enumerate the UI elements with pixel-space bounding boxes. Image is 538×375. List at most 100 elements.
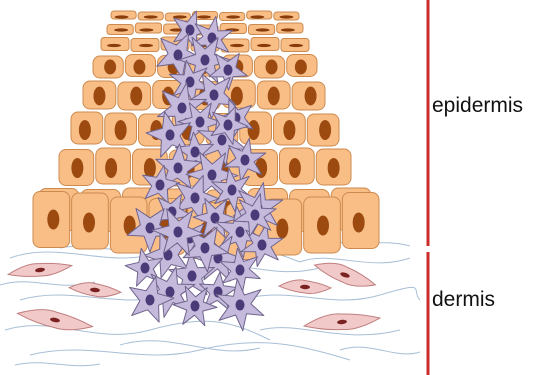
tumor-cell-nucleus [174,163,183,174]
tumor-cell-nucleus [156,180,165,191]
tumor-cell-nucleus [178,103,187,114]
keratinocyte [131,39,159,52]
tumor-cell-nucleus [258,240,267,251]
keratinocyte-nucleus [279,15,293,18]
fibroblast [303,309,380,333]
keratinocyte-nucleus [139,44,153,47]
tumor-cell-nucleus [241,155,250,166]
keratinocyte-nucleus [47,210,59,230]
keratinocyte-nucleus [248,120,260,140]
keratinocyte-nucleus [115,15,129,18]
keratinocyte-nucleus [257,44,271,47]
keratinocyte [292,82,325,110]
keratinocyte-nucleus [268,87,280,106]
tumor-cell-nucleus [236,300,245,311]
tumor-cell-nucleus [251,210,260,221]
keratinocyte [33,192,70,248]
keratinocyte-nucleus [276,219,288,239]
keratinocyte [257,81,290,109]
keratinocyte-nucleus [115,120,127,140]
keratinocyte-nucleus [305,87,317,106]
tumor-cell-nucleus [191,301,200,312]
tumor-cell-nucleus [201,243,210,254]
keratinocyte [101,38,129,51]
keratinocyte-nucleus [256,28,270,31]
keratinocyte [72,193,109,249]
dermis-label: dermis [432,288,495,312]
keratinocyte [342,193,379,249]
keratinocyte [118,82,151,110]
keratinocyte [254,56,284,78]
keratinocyte [138,12,163,20]
keratinocyte-nucleus [226,15,240,18]
keratinocyte [135,23,161,33]
keratinocyte-nucleus [289,158,301,178]
keratinocyte [107,25,133,35]
tumor-cell-nucleus [236,227,245,238]
collagen-fiber [15,363,100,366]
keratinocyte [307,114,339,146]
tumor-cell-nucleus [174,227,183,238]
keratinocyte-nucleus [328,158,340,178]
keratinocyte-nucleus [83,213,95,233]
keratinocyte-nucleus [353,213,365,233]
keratinocyte-nucleus [289,44,303,47]
keratinocyte [304,197,341,253]
keratinocyte-nucleus [105,158,117,178]
tumor-cell-nucleus [196,117,205,128]
keratinocyte-nucleus [197,15,211,18]
tumor-cell-nucleus [146,295,155,306]
keratinocyte [93,56,123,78]
tumor-cell-nucleus [210,90,219,101]
keratinocyte [59,150,94,186]
collagen-fiber [340,347,420,354]
tumor-cell-nucleus [236,265,245,276]
keratinocyte-nucleus [107,44,121,47]
keratinocyte-nucleus [104,60,116,75]
tumor-cell-nucleus [208,170,217,181]
keratinocyte [220,13,245,21]
keratinocyte [287,55,317,77]
tumor-cell-nucleus [186,25,195,36]
collagen-fiber [300,258,410,263]
keratinocyte [277,23,303,33]
keratinocyte [96,148,131,184]
keratinocyte-nucleus [79,120,91,140]
keratinocyte [83,81,116,109]
keratinocyte [274,12,299,20]
keratinocyte [111,11,136,19]
keratinocyte-nucleus [317,216,329,236]
collagen-fiber [240,287,420,300]
keratinocyte-nucleus [144,158,156,178]
keratinocyte [316,149,351,185]
keratinocyte-nucleus [266,60,278,75]
keratinocyte [105,113,137,145]
keratinocyte-nucleus [139,28,153,31]
collagen-fiber [120,341,260,351]
epidermis-label: epidermis [432,94,523,118]
fibroblast [7,259,72,281]
tumor-cell-nucleus [141,263,150,274]
keratinocyte [125,55,155,77]
tumor-cell-nucleus [228,185,237,196]
tumor-cell-nucleus [191,147,200,158]
keratinocyte [71,112,103,144]
tumor-cell-nucleus [191,193,200,204]
keratinocyte-nucleus [133,60,145,75]
keratinocyte [248,25,274,35]
tumor-cell-nucleus [218,135,227,146]
tumor-cell-nucleus [201,55,210,66]
keratinocyte-nucleus [281,28,295,31]
tumor-cell-nucleus [188,271,197,282]
fibroblast [16,305,94,335]
keratinocyte-nucleus [144,15,158,18]
keratinocyte [280,148,315,184]
keratinocyte-nucleus [93,87,105,106]
keratinocyte-nucleus [114,28,128,31]
keratinocyte [281,39,309,52]
keratinocyte [247,11,272,19]
keratinocyte [274,113,306,145]
keratinocyte [251,38,279,51]
